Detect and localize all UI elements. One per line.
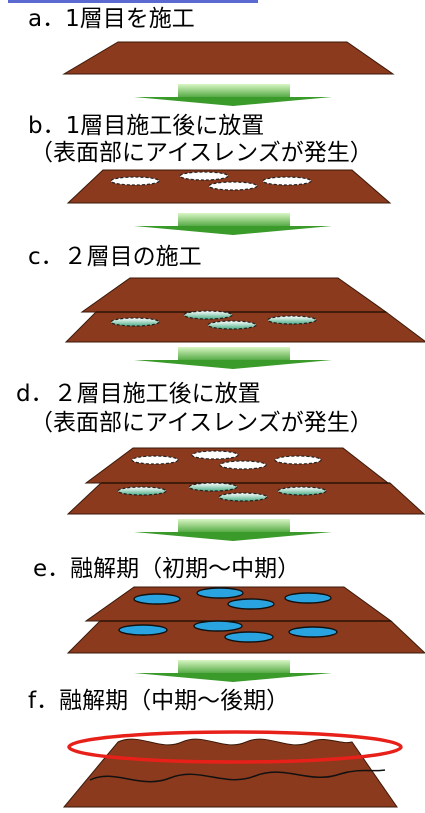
water-pocket-icon: [118, 587, 338, 643]
ice-lens-icon: [117, 450, 327, 502]
step-d-label: d．２層目施工後に放置: [16, 381, 261, 407]
down-arrow-icon: [134, 84, 332, 106]
step-b-sublabel: （表面部にアイスレンズが発生）: [30, 140, 373, 166]
down-arrow-icon: [134, 213, 332, 235]
step-a-label: a．1層目を施工: [28, 6, 195, 32]
soil-layer-icon: [66, 586, 425, 654]
soil-layer-icon: [64, 277, 425, 343]
header-bar: [8, 0, 258, 3]
ice-lens-icon: [110, 171, 312, 191]
down-arrow-icon: [134, 660, 332, 682]
step-e-label: e．融解期（初期〜中期）: [33, 556, 301, 582]
soil-layer-icon: [62, 41, 395, 75]
soil-layer-icon: [66, 447, 425, 515]
step-f-label: f．融解期（中期〜後期）: [28, 688, 290, 714]
ice-lens-icon: [110, 310, 317, 330]
down-arrow-icon: [134, 347, 332, 369]
step-c-label: c．２層目の施工: [28, 244, 202, 270]
step-b-label: b．1層目施工後に放置: [28, 113, 265, 139]
soil-layer-icon: [62, 738, 398, 808]
step-d-sublabel: （表面部にアイスレンズが発生）: [30, 410, 373, 436]
down-arrow-icon: [134, 519, 332, 541]
highlight-ellipse-icon: [67, 730, 403, 764]
